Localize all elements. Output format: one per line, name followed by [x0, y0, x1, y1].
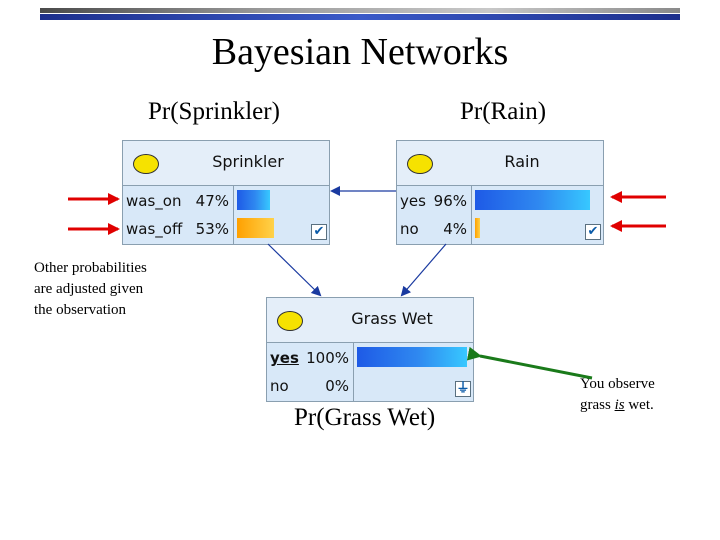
node-header: Grass Wet [267, 298, 473, 343]
state-row[interactable]: no 4% [397, 217, 471, 241]
state-label: no [270, 377, 289, 395]
node-status-oval-icon [407, 154, 433, 174]
probability-bar [357, 347, 467, 367]
checkmark-icon[interactable]: ✔ [311, 224, 327, 240]
state-label: yes [400, 192, 426, 210]
gray-stripe [40, 8, 680, 13]
rain-node[interactable]: Rain yes 96% no 4% ✔ [396, 140, 604, 245]
evidence-icon[interactable]: ⏚ [455, 381, 471, 397]
edge-rain-to-grass [400, 243, 447, 297]
rain-prior-label: Pr(Rain) [460, 98, 547, 125]
state-percent: 4% [443, 220, 467, 238]
node-body: yes 100% no 0% ⏚ [267, 343, 473, 401]
node-body: was_on 47% was_off 53% ✔ [123, 186, 329, 244]
state-row[interactable]: yes 100% [267, 346, 353, 370]
node-name: Grass Wet [351, 309, 433, 328]
state-label: was_on [126, 192, 182, 210]
checkmark-icon[interactable]: ✔ [585, 224, 601, 240]
emphasis-text: is [614, 397, 625, 413]
note-line: grass is wet. [580, 395, 655, 416]
state-row[interactable]: was_on 47% [123, 189, 233, 213]
state-label: yes [270, 349, 299, 367]
state-row[interactable]: was_off 53% [123, 217, 233, 241]
state-row[interactable]: no 0% [267, 374, 353, 398]
grass-wet-prior-label: Pr(Grass Wet) [294, 404, 436, 431]
note-line: are adjusted given [34, 281, 144, 297]
probability-bar [475, 190, 590, 210]
state-percent: 100% [306, 349, 349, 367]
state-row[interactable]: yes 96% [397, 189, 471, 213]
blue-stripe [40, 14, 680, 20]
state-percent: 47% [195, 192, 229, 210]
node-header: Sprinkler [123, 141, 329, 186]
slide-title: Bayesian Networks [211, 31, 509, 73]
node-header: Rain [397, 141, 603, 186]
note-line: the observation [34, 302, 127, 318]
probability-bar [237, 218, 274, 238]
node-status-oval-icon [133, 154, 159, 174]
title-decoration-bar [40, 8, 680, 22]
note-text: grass [580, 397, 615, 413]
state-percent: 0% [325, 377, 349, 395]
note-text: wet. [624, 397, 654, 413]
green-arrow-icon [466, 346, 593, 380]
sprinkler-prior-label: Pr(Sprinkler) [148, 98, 280, 125]
node-body: yes 96% no 4% ✔ [397, 186, 603, 244]
probability-bar [475, 218, 480, 238]
note-line: You observe [580, 376, 655, 392]
note-line: Other probabilities [34, 260, 147, 276]
sprinkler-node[interactable]: Sprinkler was_on 47% was_off 53% ✔ [122, 140, 330, 245]
observation-note: You observe grass is wet. [580, 374, 655, 416]
state-labels: was_on 47% was_off 53% [123, 186, 234, 244]
state-labels: yes 96% no 4% [397, 186, 472, 244]
probability-bar [237, 190, 270, 210]
node-name: Sprinkler [212, 152, 284, 171]
node-name: Rain [504, 152, 540, 171]
state-label: no [400, 220, 419, 238]
state-labels: yes 100% no 0% [267, 343, 354, 401]
adjusted-probabilities-note: Other probabilities are adjusted given t… [34, 258, 147, 321]
state-percent: 53% [195, 220, 229, 238]
state-percent: 96% [433, 192, 467, 210]
node-status-oval-icon [277, 311, 303, 331]
state-label: was_off [126, 220, 183, 238]
edge-sprinkler-to-grass [267, 243, 322, 297]
grass-wet-node[interactable]: Grass Wet yes 100% no 0% ⏚ [266, 297, 474, 402]
